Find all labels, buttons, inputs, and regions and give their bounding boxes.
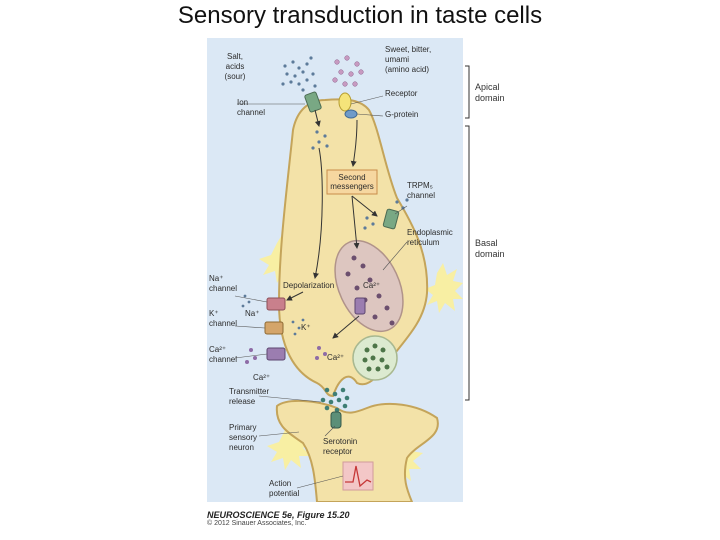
svg-text:channel: channel xyxy=(407,191,435,200)
svg-text:(sour): (sour) xyxy=(225,72,246,81)
ca-channel xyxy=(266,347,286,361)
svg-text:messengers: messengers xyxy=(330,182,374,191)
k-channel xyxy=(264,321,284,335)
svg-text:Primary: Primary xyxy=(229,423,257,432)
svg-text:neuron: neuron xyxy=(229,443,254,452)
taste-cell-figure: Second messengers xyxy=(207,38,463,502)
svg-text:domain: domain xyxy=(475,93,505,103)
svg-text:Endoplasmic: Endoplasmic xyxy=(407,228,453,237)
transmitter-molecules xyxy=(320,387,350,419)
label-primary-neuron: Primary sensory neuron xyxy=(229,423,257,452)
basal-bracket xyxy=(465,125,470,401)
basal-ions xyxy=(241,294,305,336)
tastant-molecules xyxy=(332,55,364,87)
label-na-ion: Na⁺ xyxy=(245,309,259,318)
label-serotonin: Serotonin receptor xyxy=(323,437,357,456)
label-salt: Salt, acids (sour) xyxy=(225,52,246,81)
label-transmitter: Transmitter release xyxy=(229,387,269,406)
label-k-ion: K⁺ xyxy=(301,323,311,332)
svg-text:reticulum: reticulum xyxy=(407,238,440,247)
apical-domain-label: Apical xyxy=(475,82,500,92)
svg-text:Ion: Ion xyxy=(237,98,248,107)
trpm5-ions xyxy=(363,198,409,230)
svg-text:Action: Action xyxy=(269,479,291,488)
svg-text:channel: channel xyxy=(209,319,237,328)
credit-copyright: © 2012 Sinauer Associates, Inc. xyxy=(207,520,307,527)
domain-brackets: Apical domain Basal domain xyxy=(465,65,505,401)
svg-text:channel: channel xyxy=(237,108,265,117)
label-action-potential: Action potential xyxy=(269,479,299,498)
slide-title: Sensory transduction in taste cells xyxy=(177,2,543,29)
label-ca-ion-inside: Ca²⁺ xyxy=(327,353,344,362)
label-ca-channel: Ca²⁺ channel xyxy=(209,345,237,364)
svg-text:acids: acids xyxy=(226,62,245,71)
taste-receptor xyxy=(338,92,352,112)
salt-acid-ions xyxy=(281,56,317,92)
leader-lines xyxy=(234,95,408,489)
label-g-protein: G-protein xyxy=(385,110,418,119)
glow-right-upper xyxy=(425,263,463,313)
svg-text:Transmitter: Transmitter xyxy=(229,387,269,396)
apical-ion-channel xyxy=(304,91,322,113)
svg-text:release: release xyxy=(229,397,256,406)
svg-text:(amino acid): (amino acid) xyxy=(385,65,429,74)
svg-text:channel: channel xyxy=(209,284,237,293)
label-er: Endoplasmic reticulum xyxy=(407,228,453,247)
svg-text:Salt,: Salt, xyxy=(227,52,243,61)
svg-text:umami: umami xyxy=(385,55,409,64)
svg-text:channel: channel xyxy=(209,355,237,364)
label-ion-channel: Ion channel xyxy=(237,98,265,117)
svg-text:sensory: sensory xyxy=(229,433,257,442)
calcium-ions xyxy=(245,346,327,364)
svg-text:Sweet, bitter,: Sweet, bitter, xyxy=(385,45,431,54)
svg-text:receptor: receptor xyxy=(323,447,353,456)
g-protein xyxy=(344,109,358,119)
serotonin-receptor xyxy=(330,411,342,429)
svg-text:Ca²⁺: Ca²⁺ xyxy=(209,345,226,354)
label-na-channel: Na⁺ channel xyxy=(209,274,237,293)
label-er-calcium: Ca²⁺ xyxy=(363,281,380,290)
svg-text:potential: potential xyxy=(269,489,299,498)
na-channel xyxy=(266,297,286,311)
pathway-arrows xyxy=(286,109,378,339)
svg-text:K⁺: K⁺ xyxy=(209,309,219,318)
second-messengers-label: Second xyxy=(338,173,365,182)
svg-text:Serotonin: Serotonin xyxy=(323,437,357,446)
basal-domain-label: Basal xyxy=(475,238,498,248)
label-trpm5: TRPM₅ channel xyxy=(407,181,435,200)
label-receptor: Receptor xyxy=(385,89,418,98)
action-potential-trace xyxy=(345,465,372,488)
second-messengers-box xyxy=(326,169,378,195)
figure-credit: NEUROSCIENCE 5e, Figure 15.20 © 2012 Sin… xyxy=(207,510,350,527)
credit-title: NEUROSCIENCE 5e, Figure 15.20 xyxy=(207,510,350,520)
svg-text:Na⁺: Na⁺ xyxy=(209,274,223,283)
svg-text:domain: domain xyxy=(475,249,505,259)
label-ca-ion: Ca²⁺ xyxy=(253,373,270,382)
label-depolarization: Depolarization xyxy=(283,281,334,290)
incoming-ions xyxy=(311,130,329,150)
label-k-channel: K⁺ channel xyxy=(209,309,237,328)
apical-bracket xyxy=(465,65,470,119)
svg-text:TRPM₅: TRPM₅ xyxy=(407,181,433,190)
vesicle-dots xyxy=(362,343,390,372)
label-sweet: Sweet, bitter, umami (amino acid) xyxy=(385,45,431,74)
er-ca-channel xyxy=(354,297,366,315)
trpm5-channel xyxy=(382,208,400,230)
